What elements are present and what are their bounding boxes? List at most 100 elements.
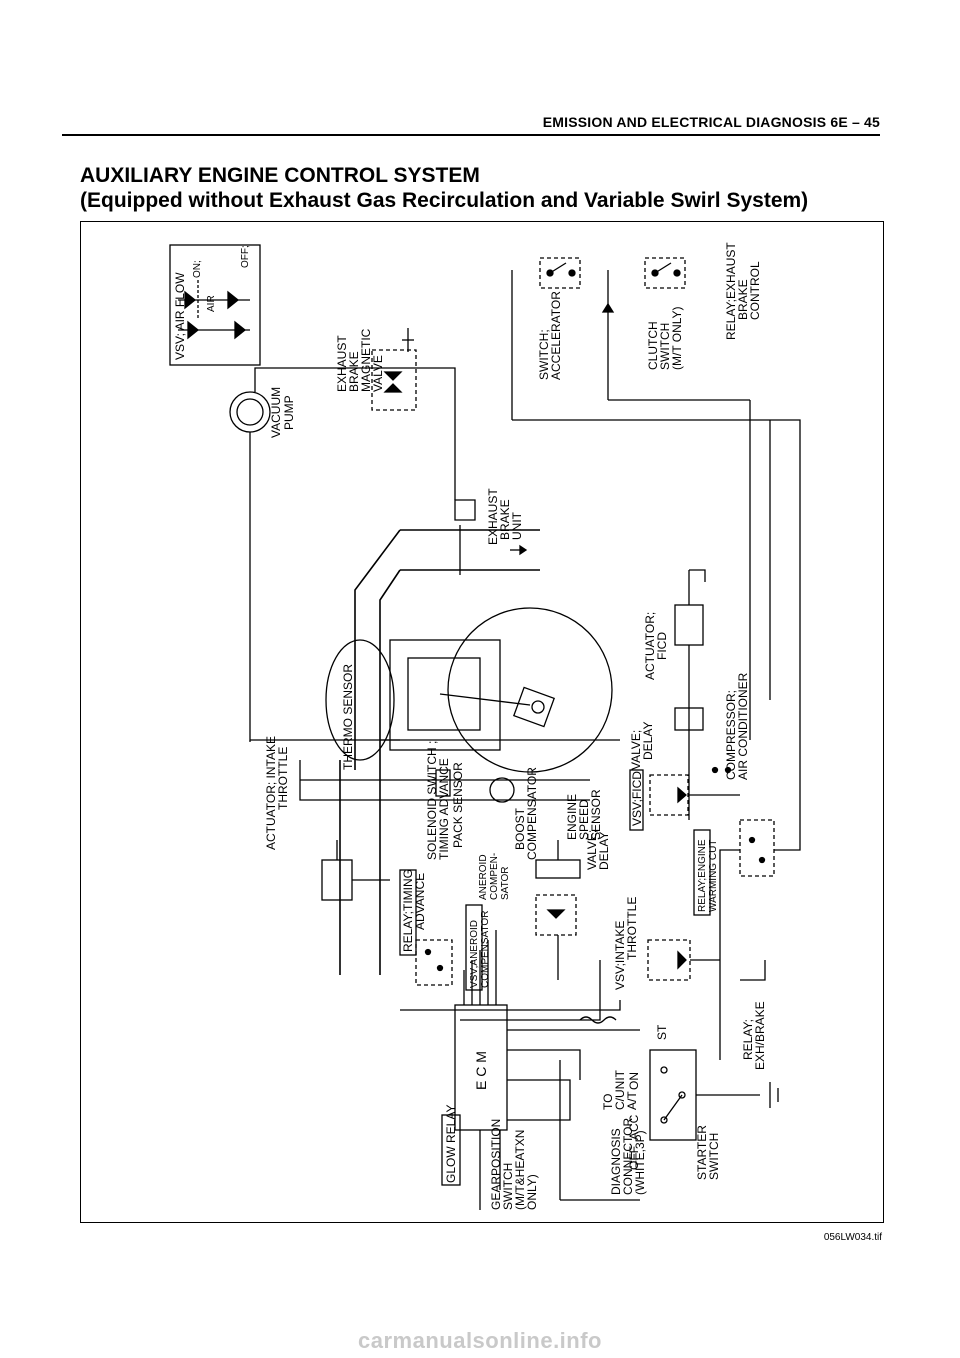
svg-text:CLUTCH: CLUTCH — [646, 321, 660, 370]
svg-text:ADVANCE: ADVANCE — [413, 873, 427, 930]
svg-text:TO: TO — [601, 1094, 615, 1110]
to-cunit: TO C/UNIT A/T — [579, 1016, 639, 1110]
legend-title: VSV; AIR FLOW — [173, 272, 187, 360]
page-subtitle: (Equipped without Exhaust Gas Recirculat… — [80, 189, 809, 212]
vsv-aneroid: VSV;ANEROID COMPENSATOR — [465, 904, 491, 991]
svg-text:SPEED: SPEED — [577, 799, 591, 840]
legend-air: AIR — [206, 295, 217, 312]
relay-exhaust-brake-control: RELAY;EXHAUST BRAKE CONTROL — [724, 242, 771, 740]
svg-text:VALVE;: VALVE; — [585, 830, 599, 870]
watermark: carmanualsonline.info — [358, 1328, 602, 1353]
svg-text:VSV;ANEROID: VSV;ANEROID — [469, 920, 480, 988]
svg-text:THROTTLE: THROTTLE — [276, 747, 290, 810]
page-title: AUXILIARY ENGINE CONTROL SYSTEM — [80, 164, 480, 187]
svg-text:RELAY;: RELAY; — [741, 1019, 755, 1060]
svg-text:BRAKE: BRAKE — [498, 499, 512, 540]
svg-text:ONLY): ONLY) — [525, 1174, 539, 1210]
svg-text:EXHAUST: EXHAUST — [486, 488, 500, 545]
legend-box: VSV; AIR FLOW ON; OFF; AIR — [169, 244, 261, 366]
svg-text:STARTER: STARTER — [695, 1125, 709, 1180]
svg-text:UNIT: UNIT — [510, 511, 524, 540]
svg-text:SATOR: SATOR — [500, 866, 511, 900]
svg-text:ST: ST — [655, 1024, 669, 1040]
svg-text:RELAY;EXHAUST: RELAY;EXHAUST — [724, 242, 738, 340]
ecm: E C M — [454, 930, 640, 1210]
sensors: ENGINE SPEED SENSOR BOOST COMPENSATOR — [489, 767, 603, 860]
svg-text:VACUUM: VACUUM — [269, 387, 283, 438]
svg-text:BRAKE: BRAKE — [736, 279, 750, 320]
svg-text:PUMP: PUMP — [282, 395, 296, 430]
svg-text:COMPENSATOR: COMPENSATOR — [525, 767, 539, 860]
header-text: EMISSION AND ELECTRICAL DIAGNOSIS 6E – 4… — [542, 114, 880, 130]
svg-text:RELAY;ENGINE: RELAY;ENGINE — [697, 839, 708, 912]
svg-text:SENSOR: SENSOR — [589, 789, 603, 840]
ecm-label: E C M — [473, 1051, 489, 1090]
svg-text:SWITCH: SWITCH — [501, 1163, 515, 1210]
page-header: EMISSION AND ELECTRICAL DIAGNOSIS 6E – 4… — [62, 112, 880, 138]
svg-text:PACK SENSOR: PACK SENSOR — [451, 762, 465, 848]
svg-text:BOOST: BOOST — [513, 807, 527, 850]
svg-text:(WHITE,3P): (WHITE,3P) — [633, 1130, 647, 1195]
svg-text:ACCELERATOR: ACCELERATOR — [549, 291, 563, 380]
diagnosis-connector: DIAGNOSIS CONNECTOR (WHITE,3P) — [559, 1060, 647, 1201]
svg-text:WARMING CUT: WARMING CUT — [708, 840, 719, 912]
svg-text:CONTROL: CONTROL — [748, 261, 762, 320]
svg-text:COMPEN-: COMPEN- — [489, 853, 500, 900]
glow-relay: GLOW RELAY — [441, 1105, 461, 1186]
svg-text:ENGINE: ENGINE — [565, 794, 579, 840]
svg-text:GLOW RELAY: GLOW RELAY — [444, 1105, 458, 1183]
svg-text:OFF: OFF — [627, 1146, 641, 1170]
svg-text:TIMING ADVANCE: TIMING ADVANCE — [437, 758, 451, 860]
vsv-intake-throttle: VSV;INTAKE THROTTLE — [460, 897, 720, 1021]
svg-text:ACC: ACC — [627, 1114, 641, 1140]
svg-text:C/UNIT: C/UNIT — [613, 1069, 627, 1110]
gear-position: GEARPOSITION SWITCH (M/T&HEATXN ONLY) — [489, 1119, 539, 1210]
switch-accelerator: SWITCH; ACCELERATOR — [511, 257, 770, 421]
solenoid-switch: SOLENOID SWITCH ; TIMING ADVANCE PACK SE… — [425, 741, 465, 860]
svg-text:VSV;FICD: VSV;FICD — [630, 771, 644, 826]
figure-id: 056LW034.tif — [823, 1232, 882, 1243]
actuator-intake-throttle: ACTUATOR; INTAKE THROTTLE — [264, 736, 390, 901]
svg-text:ACTUATOR; INTAKE: ACTUATOR; INTAKE — [264, 736, 278, 850]
svg-text:ON: ON — [627, 1072, 641, 1090]
actuator-ficd: ACTUATOR; FICD VALVE; DELAY COMPRESSOR; … — [629, 569, 750, 820]
svg-text:DELAY: DELAY — [597, 832, 611, 870]
svg-text:RELAY;TIMING: RELAY;TIMING — [401, 869, 415, 952]
svg-text:BRAKE: BRAKE — [347, 351, 361, 392]
svg-text:A/T: A/T — [625, 1091, 639, 1110]
relay-exh-brake: RELAY; EXH/BRAKE — [740, 960, 767, 1070]
svg-text:COMPRESSOR;: COMPRESSOR; — [724, 690, 738, 780]
aneroid-compensator: ANEROID COMPEN- SATOR VALVE; DELAY — [478, 830, 611, 980]
engine: THERMO SENSOR — [299, 607, 613, 801]
svg-text:VALVE: VALVE — [371, 355, 385, 392]
svg-text:EXH/BRAKE: EXH/BRAKE — [753, 1001, 767, 1070]
diagram-frame — [80, 221, 884, 1223]
svg-text:FICD: FICD — [655, 632, 669, 660]
svg-text:(M/T&HEATXN: (M/T&HEATXN — [513, 1130, 527, 1210]
relay-timing-advance: RELAY;TIMING ADVANCE — [399, 869, 453, 986]
header-rule — [62, 134, 880, 136]
relay-engine-warming-cut: RELAY;ENGINE WARMING CUT — [693, 419, 801, 1060]
svg-text:ACTUATOR;: ACTUATOR; — [643, 612, 657, 680]
svg-text:THROTTLE: THROTTLE — [625, 897, 639, 960]
exhaust-brake-valve: EXHAUST BRAKE MAGNETIC VALVE — [335, 328, 417, 411]
svg-text:SWITCH: SWITCH — [707, 1133, 721, 1180]
svg-text:MAGNETIC: MAGNETIC — [359, 328, 373, 392]
svg-text:CONNECTOR: CONNECTOR — [621, 1118, 635, 1195]
starter-switch: ST ON ACC OFF STARTER SWITCH — [627, 1024, 779, 1180]
svg-text:AIR CONDITIONER: AIR CONDITIONER — [736, 672, 750, 780]
svg-text:COMPENSATOR: COMPENSATOR — [480, 911, 491, 988]
vacuum-pump: VACUUM PUMP — [229, 387, 296, 438]
thermo-sensor-label: THERMO SENSOR — [341, 664, 355, 770]
svg-text:EXHAUST: EXHAUST — [335, 335, 349, 392]
svg-text:DIAGNOSIS: DIAGNOSIS — [609, 1128, 623, 1195]
exhaust-pipe: EXHAUST BRAKE UNIT — [354, 488, 540, 770]
svg-text:VSV;INTAKE: VSV;INTAKE — [613, 921, 627, 990]
legend-off: OFF; — [240, 245, 251, 268]
svg-text:DELAY: DELAY — [641, 722, 655, 760]
clutch-switch: CLUTCH SWITCH (M/T ONLY) — [601, 257, 750, 401]
legend-on: ON; — [192, 260, 203, 278]
svg-text:SWITCH: SWITCH — [658, 323, 672, 370]
svg-text:ANEROID: ANEROID — [478, 854, 489, 900]
